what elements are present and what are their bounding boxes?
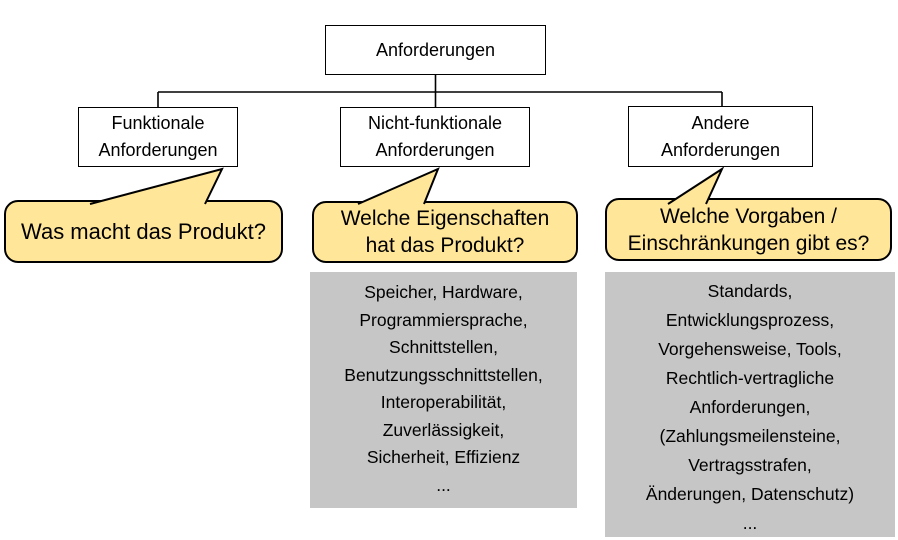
detail-panel-other-requirements: Standards, Entwicklungsprozess, Vorgehen…	[605, 272, 895, 537]
detail-panel-nonfunctional-requirements: Speicher, Hardware, Programmiersprache, …	[310, 272, 577, 508]
bubble-tail-nonfunctional	[357, 167, 440, 205]
root-node-anforderungen: Anforderungen	[325, 25, 546, 75]
speech-bubble-functional-question: Was macht das Produkt?	[4, 200, 283, 263]
speech-bubble-text: Welche Eigenschaften hat das Produkt?	[340, 207, 550, 257]
branch-node-label: Nicht-funktionale Anforderungen	[367, 113, 503, 160]
branch-node-andere-anforderungen: Andere Anforderungen	[628, 106, 813, 167]
detail-panel-text: Standards, Entwicklungsprozess, Vorgehen…	[645, 281, 855, 533]
speech-bubble-text: Was macht das Produkt?	[21, 219, 266, 244]
branch-node-label: Andere Anforderungen	[660, 112, 781, 160]
root-node-label: Anforderungen	[375, 39, 496, 60]
bubble-tail-functional	[89, 167, 224, 205]
branch-node-nicht-funktionale-anforderungen: Nicht-funktionale Anforderungen	[340, 107, 530, 167]
branch-node-label: Funktionale Anforderungen	[98, 113, 218, 160]
speech-bubble-nonfunctional-question: Welche Eigenschaften hat das Produkt?	[312, 201, 578, 263]
branch-node-funktionale-anforderungen: Funktionale Anforderungen	[78, 107, 238, 167]
speech-bubble-text: Welche Vorgaben / Einschränkungen gibt e…	[627, 204, 870, 255]
speech-bubble-other-question: Welche Vorgaben / Einschränkungen gibt e…	[605, 198, 892, 261]
detail-panel-text: Speicher, Hardware, Programmiersprache, …	[344, 282, 543, 495]
